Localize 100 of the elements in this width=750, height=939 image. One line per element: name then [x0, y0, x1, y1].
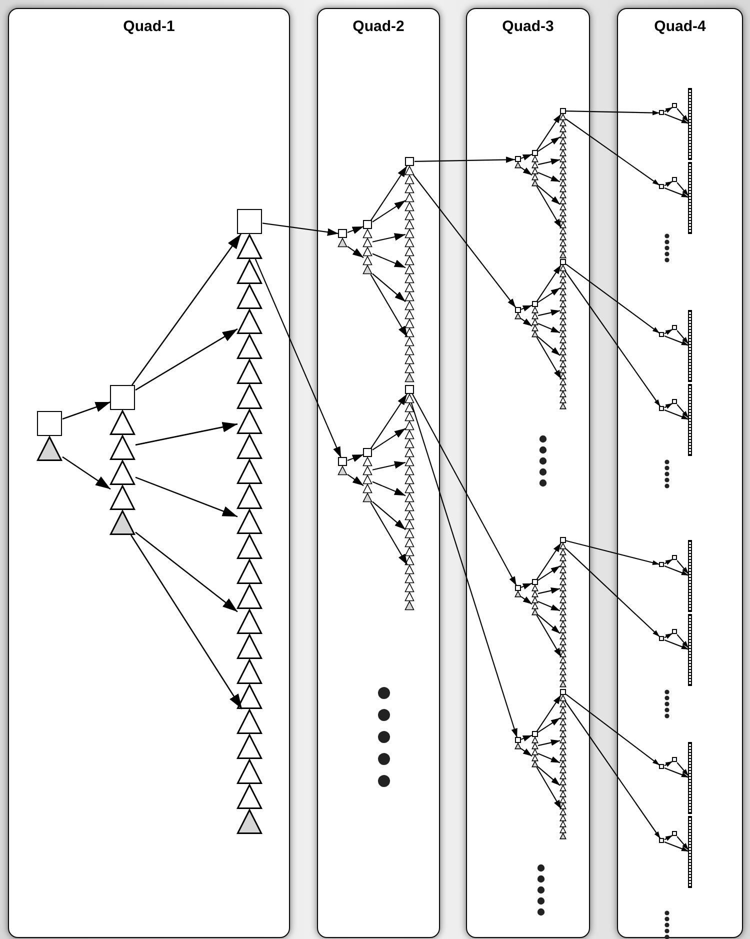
arrow: [347, 454, 364, 462]
arrow: [135, 422, 238, 446]
triangle-node: [560, 554, 566, 560]
triangle-node: [405, 282, 414, 292]
triangle-node: [560, 608, 566, 614]
triangle-node: [560, 162, 566, 168]
triangle-node: [237, 308, 262, 334]
square-node: [560, 108, 566, 114]
triangle-node: [405, 394, 414, 402]
column-bar: [688, 614, 692, 686]
triangle-node: [237, 234, 262, 258]
triangle-node: [532, 306, 538, 313]
triangle-node: [363, 238, 372, 247]
arrow: [538, 766, 560, 786]
triangle-node: [363, 492, 372, 502]
triangle-node: [363, 264, 372, 274]
panel: [466, 8, 590, 938]
triangle-node: [405, 538, 414, 546]
triangle-node: [405, 574, 414, 582]
arrow: [566, 110, 660, 116]
arrow: [566, 118, 660, 186]
triangle-node: [237, 384, 262, 408]
triangle-node: [560, 168, 566, 174]
arrow: [536, 766, 562, 810]
square-node: [672, 325, 677, 330]
triangle-node: [405, 192, 414, 202]
triangle-node: [363, 246, 372, 256]
arrow: [520, 582, 532, 590]
triangle-node: [405, 328, 414, 336]
triangle-node: [560, 348, 566, 354]
triangle-node: [514, 312, 520, 319]
triangle-node: [110, 460, 135, 484]
triangle-node: [405, 492, 414, 502]
triangle-node: [405, 174, 414, 184]
triangle-node: [237, 684, 262, 708]
triangle-node: [560, 390, 566, 396]
square-node: [659, 406, 664, 411]
triangle-node: [237, 658, 262, 684]
square-node: [672, 629, 677, 634]
triangle-node: [560, 808, 566, 814]
panel-title: Quad-4: [653, 18, 707, 35]
triangle-node: [560, 150, 566, 156]
triangle-node: [532, 754, 538, 761]
arrow: [676, 634, 689, 648]
square-node: [659, 332, 664, 337]
square-node: [532, 300, 538, 307]
triangle-node: [405, 354, 414, 364]
square-node: [363, 448, 372, 457]
triangle-node: [37, 436, 62, 460]
arrow: [664, 180, 673, 187]
triangle-node: [363, 466, 372, 475]
column-bar: [688, 540, 692, 612]
arrow: [676, 560, 689, 574]
triangle-node: [110, 434, 135, 460]
triangle-node: [532, 156, 538, 162]
arrow: [135, 476, 238, 518]
triangle-node: [560, 742, 566, 748]
triangle-node: [560, 372, 566, 378]
arrow: [538, 740, 560, 746]
arrow: [664, 760, 673, 767]
triangle-node: [560, 748, 566, 754]
triangle-node: [560, 294, 566, 300]
arrow: [664, 402, 673, 409]
arrow: [566, 548, 660, 638]
column-bar: [688, 310, 692, 382]
triangle-node: [560, 300, 566, 306]
triangle-node: [560, 832, 566, 838]
triangle-node: [514, 590, 520, 597]
triangle-node: [237, 334, 262, 358]
triangle-node: [405, 438, 414, 448]
arrow: [664, 409, 689, 420]
arrow: [130, 534, 243, 710]
triangle-node: [560, 572, 566, 578]
triangle-node: [237, 584, 262, 608]
triangle-node: [560, 814, 566, 820]
triangle-node: [560, 354, 566, 360]
triangle-node: [560, 802, 566, 808]
arrow: [538, 601, 560, 612]
triangle-node: [560, 656, 566, 662]
triangle-node: [405, 528, 414, 538]
arrow: [520, 748, 532, 757]
triangle-node: [560, 620, 566, 626]
triangle-node: [110, 484, 135, 510]
triangle-node: [560, 778, 566, 784]
arrow: [262, 222, 339, 236]
arrow: [520, 167, 532, 176]
arrow: [676, 330, 689, 344]
triangle-node: [560, 126, 566, 132]
arrow: [372, 501, 406, 530]
triangle-node: [405, 502, 414, 510]
arrow: [254, 258, 342, 458]
triangle-node: [560, 378, 566, 384]
arrow: [566, 540, 660, 566]
arrow: [412, 394, 517, 586]
triangle-node: [560, 246, 566, 252]
square-node: [237, 208, 262, 234]
arrow: [676, 108, 689, 122]
square-node: [514, 156, 520, 162]
triangle-node: [237, 758, 262, 784]
triangle-node: [405, 256, 414, 264]
